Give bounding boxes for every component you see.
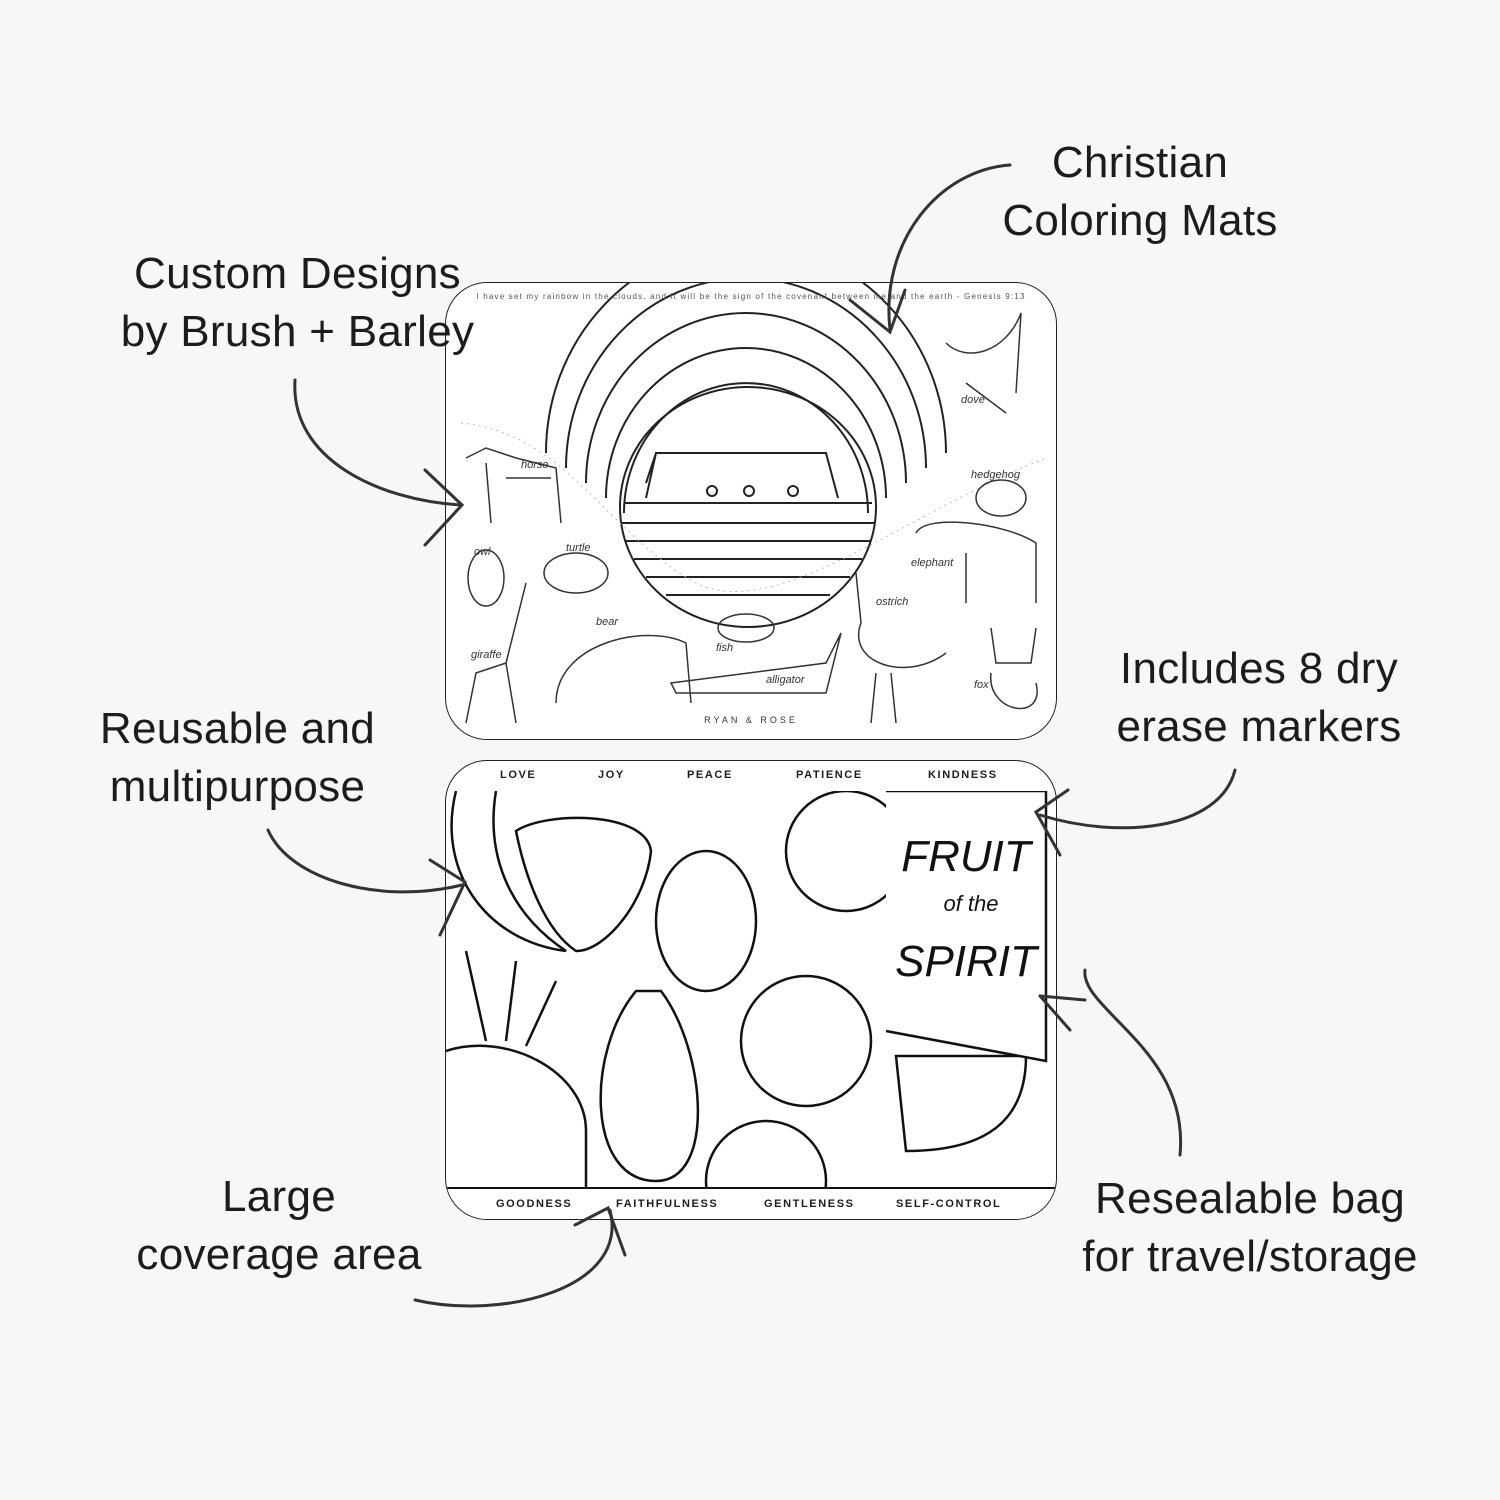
virtue-label: LOVE: [500, 769, 537, 781]
animal-label: turtle: [566, 542, 590, 554]
arrow-markers: [1038, 768, 1237, 830]
animal-label: fox: [974, 679, 989, 691]
animal-label: fish: [716, 642, 733, 654]
callout-large-coverage: Large coverage area: [120, 1168, 438, 1284]
fox-icon: [990, 627, 1038, 710]
callout-line: Custom Designs: [134, 249, 461, 298]
fish-icon: [717, 613, 775, 643]
animal-label: ostrich: [876, 596, 908, 608]
virtue-label: GOODNESS: [496, 1198, 573, 1210]
title-spirit: SPIRIT: [895, 937, 1040, 986]
animal-label: giraffe: [471, 649, 502, 661]
virtue-label: JOY: [598, 769, 625, 781]
verse-text: I have set my rainbow in the clouds, and…: [476, 292, 1026, 301]
virtue-label: KINDNESS: [928, 769, 998, 781]
alligator-icon: [669, 632, 842, 694]
callout-custom-designs: Custom Designs by Brush + Barley: [110, 245, 485, 361]
animal-label: elephant: [911, 557, 954, 569]
callout-line: multipurpose: [109, 762, 366, 811]
animal-drawings: [465, 312, 1038, 724]
animal-label: owl: [474, 546, 491, 558]
callout-line: Christian: [1051, 138, 1229, 187]
virtue-label: PEACE: [687, 769, 733, 781]
banner-icon: [885, 791, 1048, 1063]
arrow-large: [413, 1208, 614, 1308]
brand-logo: RYAN & ROSE: [704, 715, 798, 725]
virtue-label: GENTLENESS: [764, 1198, 855, 1210]
arrow-custom: [293, 378, 462, 507]
dove-icon: [945, 312, 1022, 414]
strawberry-icon: [514, 816, 653, 953]
callout-resealable-bag: Resealable bag for travel/storage: [1060, 1170, 1440, 1286]
ark-icon: [619, 386, 877, 628]
callout-reusable: Reusable and multipurpose: [85, 700, 390, 816]
callout-line: Large: [221, 1172, 337, 1221]
arrow-bag: [1083, 968, 1183, 1157]
virtue-label: SELF-CONTROL: [896, 1198, 1002, 1210]
callout-line: Reusable and: [99, 704, 376, 753]
pineapple-icon: [446, 1044, 588, 1191]
title-of-the: of the: [943, 891, 998, 916]
ostrich-icon: [855, 572, 947, 724]
watermelon-icon: [894, 1054, 1028, 1153]
orange-icon: [739, 974, 873, 1108]
animal-label: dove: [961, 394, 985, 406]
bear-icon: [555, 634, 692, 704]
horse-icon: [465, 447, 562, 524]
callout-line: by Brush + Barley: [120, 307, 475, 356]
fruit-illustration: FRUIT of the SPIRIT: [446, 791, 1048, 1191]
ark-illustration: horse owl turtle giraffe bear fish allig…: [460, 283, 1047, 725]
owl-icon: [467, 549, 505, 607]
raspberry-icon: [654, 849, 758, 993]
lemon-slice-icon: [704, 1119, 828, 1191]
callout-markers: Includes 8 dry erase markers: [1100, 640, 1418, 756]
hedgehog-icon: [975, 479, 1027, 517]
melon-icon: [450, 791, 567, 953]
fruit-of-the-spirit-title: FRUIT of the SPIRIT: [895, 832, 1040, 986]
giraffe-icon: [465, 582, 527, 724]
turtle-icon: [543, 552, 609, 594]
pineapple-leaves-icon: [464, 950, 558, 1047]
animal-label: bear: [596, 616, 619, 628]
animal-label: alligator: [766, 674, 806, 686]
noahs-ark-coloring-mat: horse owl turtle giraffe bear fish allig…: [445, 282, 1057, 740]
callout-line: for travel/storage: [1082, 1232, 1418, 1281]
animal-label: horse: [521, 459, 549, 471]
animal-label: hedgehog: [971, 469, 1021, 481]
bottom-virtue-band: GOODNESS FAITHFULNESS GENTLENESS SELF-CO…: [446, 1187, 1056, 1219]
callout-line: Includes 8 dry: [1119, 644, 1399, 693]
rainbow-icon: [545, 283, 947, 514]
callout-line: Resealable bag: [1095, 1174, 1405, 1223]
papaya-icon: [599, 989, 700, 1183]
virtue-label: FAITHFULNESS: [616, 1198, 719, 1210]
fruit-of-the-spirit-coloring-mat: LOVE JOY PEACE PATIENCE KINDNESS FRUIT o…: [445, 760, 1057, 1220]
verse-curve-decoration: [460, 422, 1047, 593]
callout-line: Coloring Mats: [1002, 196, 1278, 245]
elephant-icon: [915, 521, 1037, 603]
arrow-reusable: [266, 828, 464, 894]
callout-line: erase markers: [1116, 702, 1402, 751]
virtue-label: PATIENCE: [796, 769, 863, 781]
title-fruit: FRUIT: [901, 832, 1034, 881]
callout-christian-coloring-mats: Christian Coloring Mats: [990, 134, 1290, 250]
callout-line: coverage area: [136, 1230, 422, 1279]
